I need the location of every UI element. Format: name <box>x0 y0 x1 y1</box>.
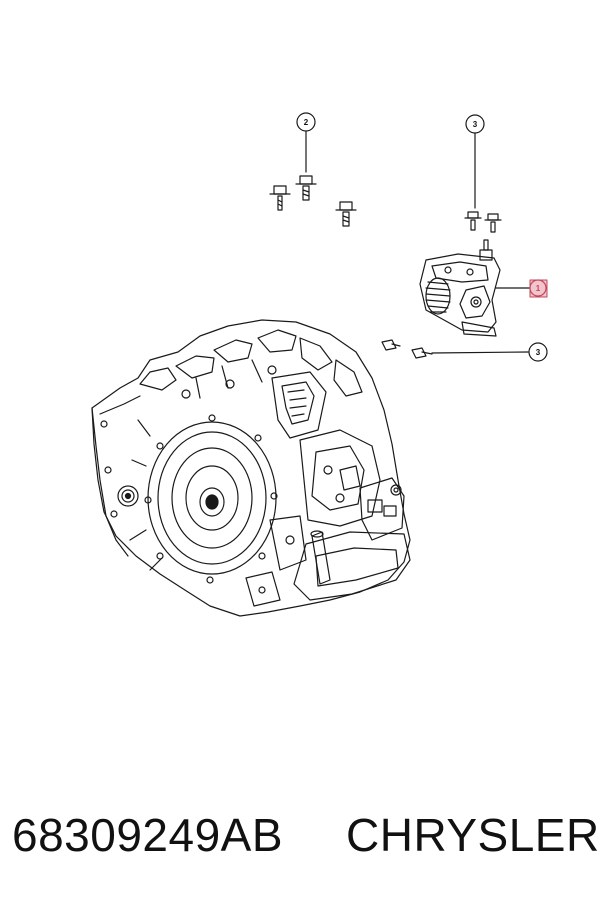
callout-1 <box>529 279 548 298</box>
callout-3-top <box>465 114 485 134</box>
part-number: 68309249AB <box>12 809 284 861</box>
bolt-group-2 <box>269 130 357 227</box>
callout-3-bottom <box>528 342 548 362</box>
callout-3-bottom-label: 3 <box>536 348 541 357</box>
callout-3-top-label: 3 <box>473 120 478 129</box>
bolt-group-3-top <box>464 132 502 233</box>
transmission-mount <box>419 239 531 337</box>
transmission-assembly <box>91 319 411 617</box>
callout-2-label: 2 <box>304 118 309 127</box>
footer: 68309249AB CHRYSLER <box>0 790 600 880</box>
callout-1-label: 1 <box>536 284 541 293</box>
callout-2 <box>296 112 316 132</box>
parts-diagram: 2 3 3 1 <box>91 112 548 617</box>
brand-name: CHRYSLER <box>346 809 600 861</box>
bolt-group-3-bottom <box>381 339 529 359</box>
